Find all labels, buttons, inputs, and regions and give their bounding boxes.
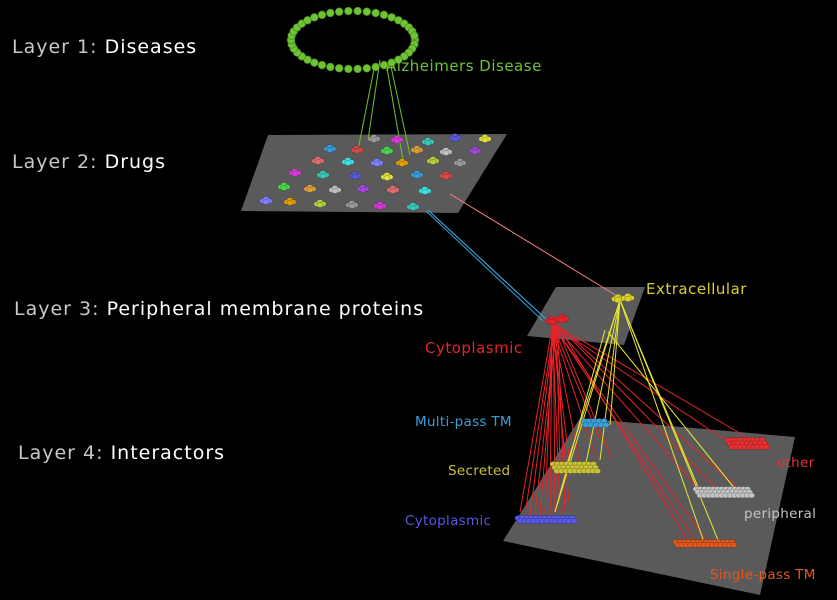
drug-node-part <box>482 137 488 142</box>
disease-node <box>380 11 388 19</box>
layer-1-name: Diseases <box>105 36 198 58</box>
drug-node-part <box>317 202 323 207</box>
disease-node <box>326 63 334 71</box>
drug-node-part <box>399 161 405 166</box>
drug-node-part <box>430 159 436 164</box>
disease-node <box>372 63 380 71</box>
disease-node <box>344 65 352 73</box>
drug-node-part <box>443 150 449 155</box>
layer-3-number: Layer 3: <box>14 298 100 320</box>
drug-node-part <box>443 174 449 179</box>
disease-node <box>318 61 326 69</box>
drug-node-part <box>320 173 326 178</box>
layer-1-label: Layer 1: Diseases <box>12 36 197 58</box>
drug-node-part <box>349 203 355 208</box>
layer-2-number: Layer 2: <box>12 151 98 173</box>
layer-4-name: Interactors <box>111 442 225 464</box>
layer-1-number: Layer 1: <box>12 36 98 58</box>
secreted-label: Secreted <box>448 463 510 479</box>
drug-node-part <box>360 187 366 192</box>
peripheral-label: peripheral <box>744 506 816 522</box>
drug-node-part <box>410 205 416 210</box>
drug-node-part <box>345 160 351 165</box>
drug-node-part <box>281 185 287 190</box>
drug-node-part <box>414 148 420 153</box>
layer-2-plane <box>241 134 507 213</box>
layer-4-number: Layer 4: <box>18 442 104 464</box>
drug-protein-edge <box>450 194 622 299</box>
disease-node <box>354 65 362 73</box>
drug-node-part <box>315 159 321 164</box>
drug-node-part <box>287 200 293 205</box>
other-interactor-cluster <box>725 437 770 449</box>
extracellular-label: Extracellular <box>646 280 747 298</box>
disease-node <box>410 32 418 40</box>
disease-label: Alzheimers Disease <box>386 57 542 75</box>
drug-node-part <box>352 174 358 179</box>
drug-node-part <box>354 148 360 153</box>
drug-node-part <box>332 188 338 193</box>
disease-node <box>310 13 318 21</box>
drug-protein-edge <box>426 211 543 321</box>
drug-node-part <box>384 175 390 180</box>
disease-node <box>335 64 343 72</box>
disease-node <box>363 64 371 72</box>
disease-node <box>363 8 371 16</box>
cytoplasmic-l4-label: Cytoplasmic <box>405 513 491 529</box>
cytoplasmic-protein-node-part <box>548 319 555 325</box>
drug-node-part <box>371 137 377 142</box>
drug-node-part <box>377 204 383 209</box>
single-pass-tm-label: Single-pass TM <box>710 567 816 583</box>
multipass-tm-label: Multi-pass TM <box>415 414 512 430</box>
disease-node <box>372 9 380 17</box>
drug-node-part <box>394 138 400 143</box>
disease-node <box>318 11 326 19</box>
drug-node-part <box>384 149 390 154</box>
multipass-interactor-cluster <box>581 418 609 427</box>
drug-node-part <box>457 161 463 166</box>
extracellular-protein-node-part <box>625 296 632 301</box>
drug-node-part <box>425 140 431 145</box>
cytoplasmic-protein-node-part <box>558 317 565 323</box>
extracellular-protein-node-part <box>614 297 621 303</box>
secreted-interactor-cluster <box>550 461 601 473</box>
layer-3-label: Layer 3: Peripheral membrane proteins <box>14 298 424 320</box>
disease-drug-edge <box>368 60 380 140</box>
drug-node-part <box>452 136 458 141</box>
drug-node-part <box>327 147 333 152</box>
drug-node-part <box>422 189 428 194</box>
layer-2-label: Layer 2: Drugs <box>12 151 166 173</box>
layer-2-name: Drugs <box>105 151 166 173</box>
singlepass-interactor-cluster <box>673 539 737 547</box>
disease-node <box>335 8 343 16</box>
drug-node-part <box>390 188 396 193</box>
disease-node <box>326 9 334 17</box>
other-interactor-cluster-node <box>763 444 769 449</box>
peripheral-interactor-cluster-node <box>748 493 754 498</box>
layer-4-label: Layer 4: Interactors <box>18 442 225 464</box>
cytoplasmic-interactor-cluster <box>515 515 577 523</box>
drug-node-part <box>414 173 420 178</box>
drug-node-part <box>307 187 313 192</box>
singlepass-interactor-cluster-node <box>731 542 737 547</box>
disease-node <box>354 7 362 15</box>
layer-3-name: Peripheral membrane proteins <box>107 298 425 320</box>
drug-node-part <box>292 171 298 176</box>
drug-node-part <box>374 161 380 166</box>
other-label: other <box>777 455 814 471</box>
cytoplasmic-interactor-cluster-node <box>571 518 577 523</box>
drug-node-part <box>263 199 269 204</box>
drug-node-part <box>472 149 478 154</box>
secreted-interactor-cluster-node <box>594 468 600 473</box>
multipass-interactor-cluster-node <box>603 422 609 427</box>
disease-node <box>344 7 352 15</box>
peripheral-interactor-cluster <box>693 486 755 498</box>
cytoplasmic-l3-label: Cytoplasmic <box>425 339 523 357</box>
drug-protein-edge <box>430 212 547 320</box>
